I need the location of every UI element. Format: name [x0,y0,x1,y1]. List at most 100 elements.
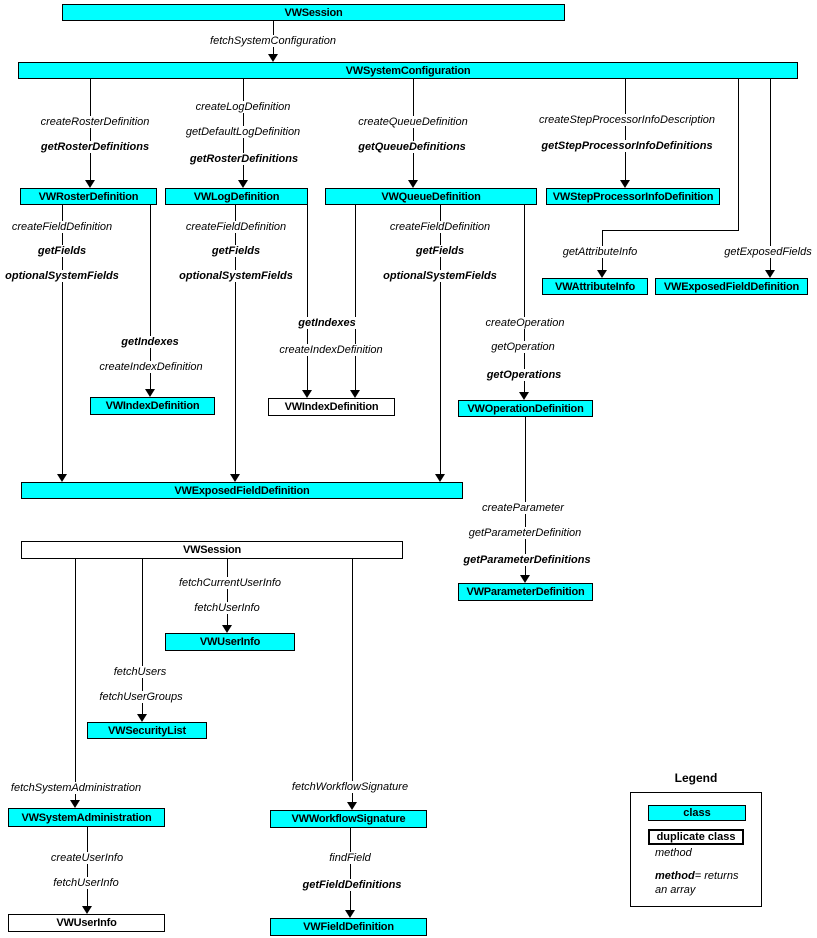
class-box-vwstepprocessorinfodefinition: VWStepProcessorInfoDefinition [546,188,720,205]
method-label-createLogDefinition: createLogDefinition [193,101,293,113]
class-box-vwattributeinfo: VWAttributeInfo [542,278,648,295]
legend-array-method-label: method= returns an array [655,869,753,897]
arrowhead-down-icon [230,474,240,482]
connector-line [770,79,771,272]
class-box-vwsession-top: VWSession [62,4,565,21]
arrowhead-down-icon [82,906,92,914]
legend-array-method-word: method [655,870,695,882]
arrowhead-down-icon [57,474,67,482]
method-label-getAttributeInfo: getAttributeInfo [560,246,640,258]
method-label-createOperation: createOperation [483,317,567,329]
method-label-getRosterDefinitions: getRosterDefinitions [187,153,301,165]
method-label-createIndexDefinition: createIndexDefinition [277,344,385,356]
class-box-vwuserinfo-duplicate: VWUserInfo [8,914,165,932]
method-label-getStepProcessorInfoDefinitions: getStepProcessorInfoDefinitions [539,140,715,152]
connector-line [142,559,143,716]
method-label-createIndexDefinition: createIndexDefinition [97,361,205,373]
method-label-createParameter: createParameter [480,502,566,514]
arrowhead-down-icon [519,392,529,400]
method-label-fetchSystemConfiguration: fetchSystemConfiguration [208,35,338,47]
method-label-getQueueDefinitions: getQueueDefinitions [356,141,468,153]
connector-line [355,205,356,392]
connector-line [352,559,353,804]
method-label-getFieldDefinitions: getFieldDefinitions [300,879,404,891]
connector-line [440,205,441,476]
method-label-getExposedFields: getExposedFields [722,246,814,258]
arrowhead-down-icon [520,575,530,583]
connector-line [525,417,526,577]
connector-line [625,79,626,182]
connector-line [227,559,228,627]
legend-title: Legend [674,771,718,785]
connector-line [413,79,414,182]
method-label-getOperations: getOperations [484,369,564,381]
method-label-fetchUserGroups: fetchUserGroups [97,691,185,703]
method-label-createUserInfo: createUserInfo [48,852,126,864]
class-box-vwexposedfielddefinition-right: VWExposedFieldDefinition [655,278,808,295]
class-box-vwparameterdefinition: VWParameterDefinition [458,583,593,601]
method-label-createRosterDefinition: createRosterDefinition [38,116,152,128]
arrowhead-down-icon [137,714,147,722]
method-label-getParameterDefinition: getParameterDefinition [466,527,584,539]
class-box-vwsession-duplicate: VWSession [21,541,403,559]
method-label-getIndexes: getIndexes [119,336,181,348]
arrowhead-down-icon [222,625,232,633]
class-box-vwindexdefinition-cyan: VWIndexDefinition [90,397,215,415]
method-label-createFieldDefinition: createFieldDefinition [9,221,115,233]
method-label-getDefaultLogDefinition: getDefaultLogDefinition [183,126,303,138]
legend-array-method-rest: = returns an array [655,870,739,896]
class-box-vwuserinfo-cyan: VWUserInfo [165,633,295,651]
connector-line [235,205,236,476]
class-box-vwexposedfielddefinition-main: VWExposedFieldDefinition [21,482,463,499]
method-label-getParameterDefinitions: getParameterDefinitions [461,554,593,566]
method-label-fetchUserInfo: fetchUserInfo [192,602,262,614]
legend-class-sample: class [648,805,746,821]
arrowhead-down-icon [435,474,445,482]
arrowhead-down-icon [345,910,355,918]
arrowhead-down-icon [302,390,312,398]
method-label-optionalSystemFields: optionalSystemFields [177,270,295,282]
method-label-fetchWorkflowSignature: fetchWorkflowSignature [289,781,411,793]
arrowhead-down-icon [347,802,357,810]
method-label-fetchUserInfo: fetchUserInfo [51,877,121,889]
connector-line [90,79,91,182]
connector-line [75,559,76,802]
connector-line [87,827,88,908]
method-label-getFields: getFields [35,245,89,257]
method-label-fetchUsers: fetchUsers [111,666,169,678]
legend-duplicate-class-sample: duplicate class [648,829,744,845]
class-box-vwindexdefinition-duplicate: VWIndexDefinition [268,398,395,416]
arrowhead-down-icon [238,180,248,188]
method-label-createFieldDefinition: createFieldDefinition [387,221,493,233]
method-label-getIndexes: getIndexes [296,317,358,329]
method-label-fetchSystemAdministration: fetchSystemAdministration [8,782,144,794]
arrowhead-down-icon [765,270,775,278]
connector-line [602,230,739,231]
method-label-getRosterDefinitions: getRosterDefinitions [38,141,152,153]
connector-line [738,79,739,230]
method-label-getFields: getFields [413,245,467,257]
class-box-vwqueuedefinition: VWQueueDefinition [325,188,537,205]
connector-line [150,205,151,391]
class-box-vwfielddefinition: VWFieldDefinition [270,918,427,936]
class-box-vwrosterdefinition: VWRosterDefinition [20,188,157,205]
class-box-vwworkflowsignature: VWWorkflowSignature [270,810,427,828]
arrowhead-down-icon [408,180,418,188]
arrowhead-down-icon [70,800,80,808]
arrowhead-down-icon [620,180,630,188]
method-label-createQueueDefinition: createQueueDefinition [356,116,470,128]
method-label-fetchCurrentUserInfo: fetchCurrentUserInfo [176,577,284,589]
class-box-vwsystemadministration: VWSystemAdministration [8,808,165,827]
class-box-vwlogdefinition: VWLogDefinition [165,188,308,205]
connector-line [62,205,63,476]
connector-line [350,828,351,912]
method-label-optionalSystemFields: optionalSystemFields [381,270,499,282]
arrowhead-down-icon [85,180,95,188]
method-label-createStepProcessorInfoDescription: createStepProcessorInfoDescription [536,114,718,126]
class-box-vwoperationdefinition: VWOperationDefinition [458,400,593,417]
connector-line [524,205,525,394]
method-label-getFields: getFields [209,245,263,257]
method-label-getOperation: getOperation [489,341,557,353]
class-box-vwsecuritylist: VWSecurityList [87,722,207,739]
